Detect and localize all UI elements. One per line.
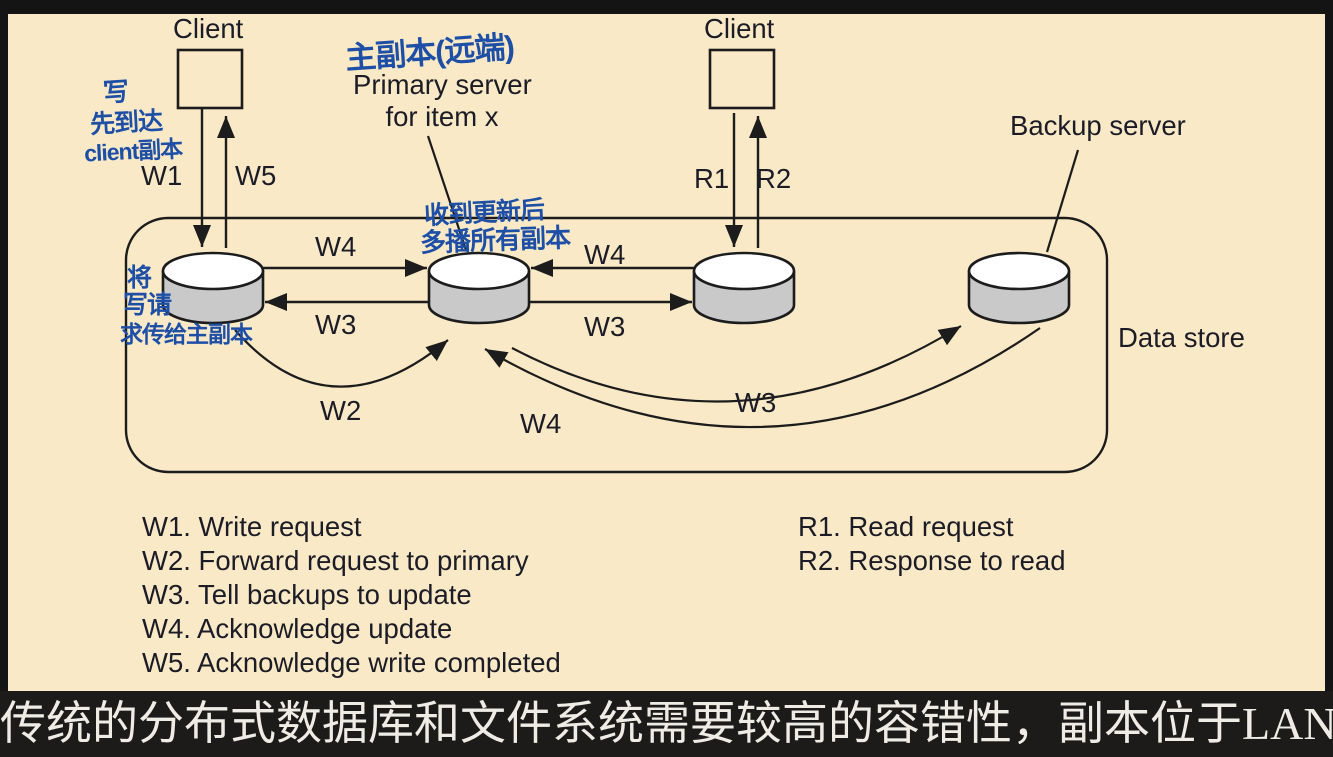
handwritten-forward-note-line1: 将 (127, 264, 152, 292)
legend-w1: W1. Write request (142, 511, 362, 542)
client-right-label: Client (704, 13, 775, 44)
read-steps-legend: R1. Read request R2. Response to read (798, 510, 1066, 578)
primary-server-label: Primary server for item x (353, 69, 532, 132)
primary-server-leader-line (426, 135, 468, 251)
legend-r1: R1. Read request (798, 511, 1014, 542)
backup-server-leader-line (1045, 149, 1080, 253)
handwritten-forward-note-line3: 求传给主副本 (120, 321, 253, 347)
arrow-label-w4-long: W4 (520, 408, 562, 439)
arrow-label-w3-right: W3 (584, 311, 626, 342)
handwritten-w1-note-line3: client副本 (83, 135, 183, 167)
handwritten-multicast-note-line2: 多播所有副本 (419, 222, 571, 258)
cylinder-client-left-replica (161, 251, 265, 325)
write-steps-legend: W1. Write request W2. Forward request to… (142, 510, 561, 680)
arrow-label-w3-left: W3 (315, 309, 357, 340)
legend-w2: W2. Forward request to primary (142, 545, 529, 576)
handwritten-forward-note-line2: 写请 (123, 291, 172, 319)
client-right-box (708, 48, 776, 110)
arrow-label-r1: R1 (694, 163, 730, 194)
arrow-label-w4-left: W4 (315, 231, 357, 262)
cylinder-primary-server (427, 251, 531, 325)
arrow-label-w5: W5 (235, 160, 277, 191)
arrow-w2-forward-to-primary (234, 329, 449, 388)
arrow-label-w4-right: W4 (584, 239, 626, 270)
client-left-box (176, 48, 244, 110)
primary-server-label-line1: Primary server (353, 69, 532, 100)
cylinder-client-right-replica (692, 251, 796, 325)
legend-w4: W4. Acknowledge update (142, 613, 453, 644)
arrow-label-w2: W2 (320, 395, 362, 426)
arrow-label-r2: R2 (756, 163, 792, 194)
arrow-w4-ack-from-backup (484, 327, 1041, 429)
data-store-label: Data store (1118, 322, 1245, 353)
arrow-label-w3-long: W3 (735, 387, 777, 418)
primary-server-label-line2: for item x (385, 100, 499, 132)
backup-server-label: Backup server (1010, 110, 1186, 141)
legend-r2: R2. Response to read (798, 545, 1066, 576)
cylinder-backup-server (967, 251, 1071, 325)
caption-bar: 传统的分布式数据库和文件系统需要较高的容错性，副本位于LAN (0, 691, 1333, 757)
arrow-label-w1: W1 (141, 160, 183, 191)
legend-w5: W5. Acknowledge write completed (142, 647, 561, 678)
caption-text: 传统的分布式数据库和文件系统需要较高的容错性，副本位于LAN (0, 698, 1333, 749)
arrow-w3-to-backup (511, 325, 962, 403)
client-left-label: Client (173, 13, 244, 44)
legend-w3: W3. Tell backups to update (142, 579, 472, 610)
data-store-boundary (124, 216, 1109, 474)
